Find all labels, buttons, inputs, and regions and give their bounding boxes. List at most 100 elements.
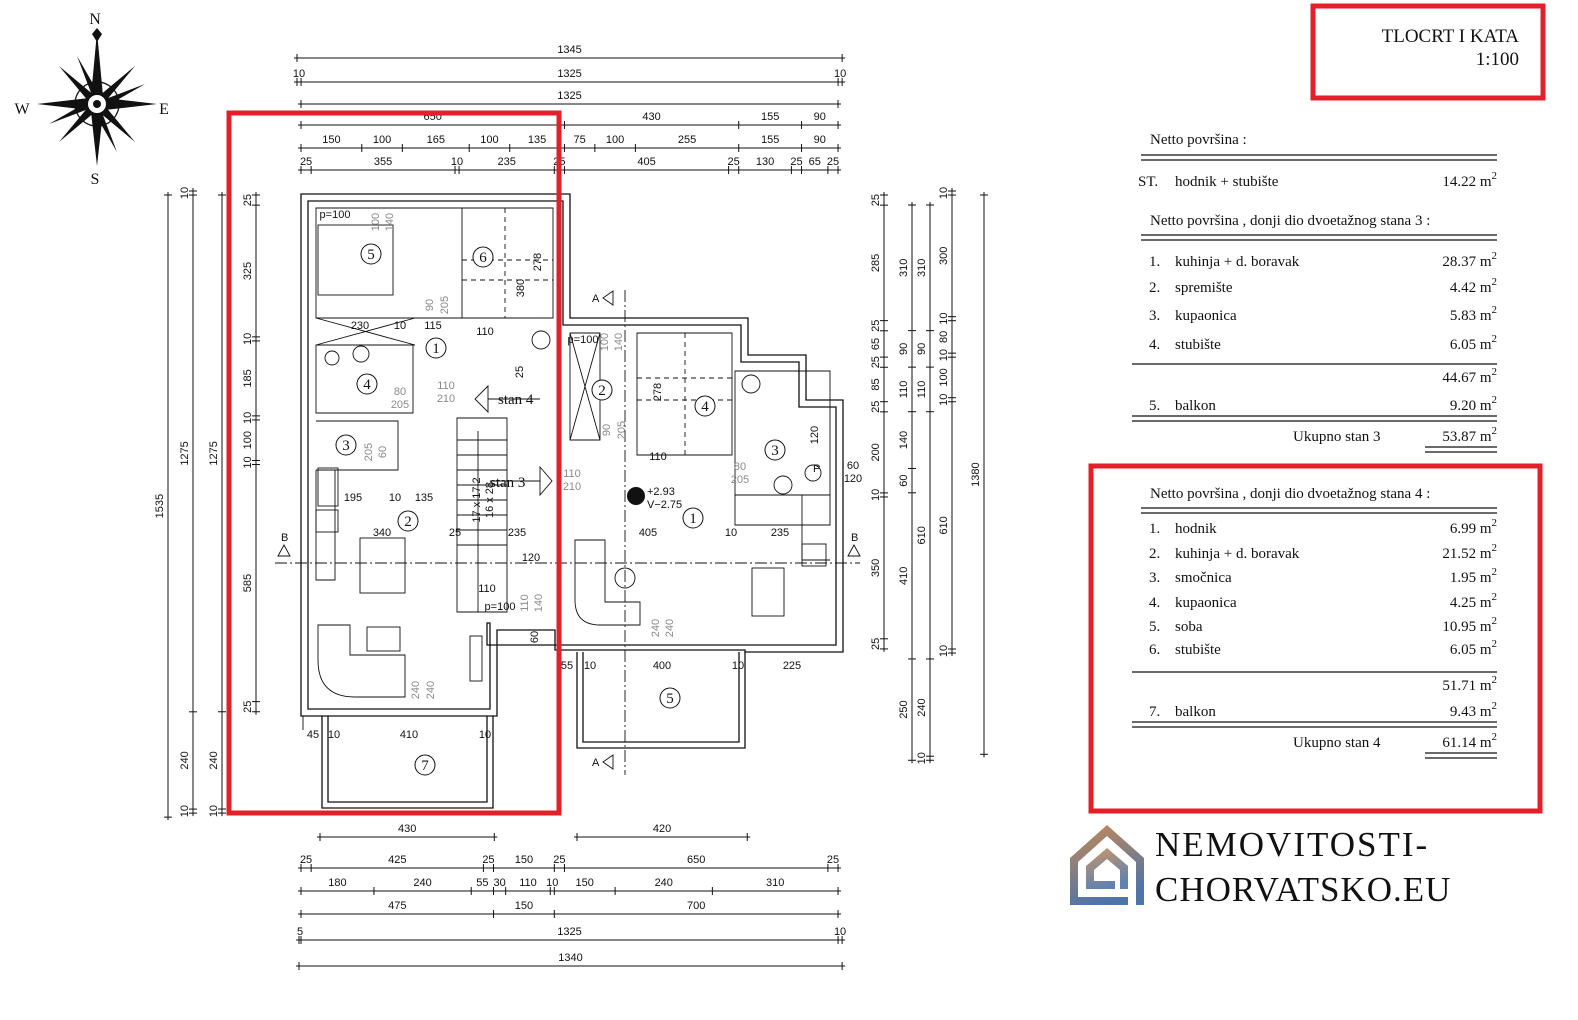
- dimension-label: 65: [870, 338, 882, 350]
- section-marker-b-left: B: [277, 532, 291, 557]
- dimension-chain-balcony: 420: [574, 823, 751, 841]
- dimension-label: 10: [451, 156, 463, 168]
- entry-arrow-stan3-icon: [490, 465, 553, 497]
- row-number: 4.: [1149, 337, 1160, 353]
- dimension-label: 300: [938, 247, 950, 265]
- dimension-label: 1345: [557, 44, 581, 56]
- row-area: 28.37 m2: [1442, 250, 1497, 270]
- interior-dimension-label: 60: [377, 446, 389, 458]
- room-number: 3: [335, 434, 357, 456]
- svg-text:7: 7: [421, 758, 429, 774]
- coffee-table-right-icon: [614, 567, 636, 589]
- interior-dimension-label: 240: [410, 681, 422, 699]
- dimension-label: 255: [678, 134, 696, 146]
- house-logo-icon: [1070, 825, 1144, 905]
- interior-dimension-label: 16 x 28: [484, 482, 496, 518]
- interior-dimension-label: 90: [601, 424, 613, 436]
- row-name: kupaonica: [1175, 595, 1237, 611]
- interior-dimension-label: 10: [389, 492, 401, 504]
- dimension-label: 140: [898, 431, 910, 449]
- dimension-label: 150: [515, 854, 533, 866]
- dimension-label: 240: [655, 877, 673, 889]
- interior-dimension-label: 235: [771, 527, 789, 539]
- row-number: 3.: [1149, 308, 1160, 324]
- svg-text:5: 5: [367, 247, 375, 263]
- interior-dimension-label: 205: [616, 421, 628, 439]
- row-name: stubište: [1175, 642, 1221, 658]
- interior-dimension-label: 140: [613, 333, 625, 351]
- interior-dimension-label: 205: [439, 296, 451, 314]
- section-marker-b-right: B: [847, 532, 861, 557]
- interior-dimension-label: 10: [725, 527, 737, 539]
- interior-dimension-label: 205: [363, 443, 375, 461]
- svg-text:1: 1: [432, 341, 440, 357]
- dimension-label: 10: [834, 926, 846, 938]
- dimension-label: 100: [373, 134, 391, 146]
- dimension-label: 10: [938, 394, 950, 406]
- section-heading: Netto površina , donji dio dvoetažnog st…: [1150, 486, 1430, 502]
- dimension-label: 430: [398, 823, 416, 835]
- dimension-label: 585: [242, 574, 254, 592]
- dimension-label: 90: [898, 343, 910, 355]
- row-number: 7.: [1149, 704, 1160, 720]
- row-number: 5.: [1149, 619, 1160, 635]
- dimension-label: 10: [242, 333, 254, 345]
- svg-text:B: B: [281, 532, 288, 544]
- dimension-label: 5: [297, 926, 303, 938]
- dimension-label: 90: [814, 111, 826, 123]
- interior-dimension-label: 240: [650, 619, 662, 637]
- svg-text:B: B: [851, 532, 858, 544]
- sofa-right-icon: [574, 539, 641, 626]
- room-number: 4: [694, 395, 716, 417]
- interior-dimension-label: p=100: [485, 601, 516, 613]
- row-name: balkon: [1175, 704, 1216, 720]
- dimension-label: 110: [898, 381, 910, 399]
- interior-dimension-label: 140: [384, 213, 396, 231]
- interior-dimension-label: 60: [529, 631, 541, 643]
- interior-dimension-label: 110: [476, 326, 494, 338]
- interior-dimension-label: 410: [400, 729, 418, 741]
- compass-east-label: E: [159, 101, 169, 118]
- interior-dimension-label: 230: [351, 320, 369, 332]
- svg-text:6: 6: [479, 250, 487, 266]
- dimension-label: 25: [870, 401, 882, 413]
- interior-dimension-label: 400: [653, 660, 671, 672]
- dimension-chain-top: 1325: [298, 90, 842, 108]
- dimension-label: 110: [519, 877, 537, 889]
- section-heading: Netto površina , donji dio dvoetažnog st…: [1150, 213, 1430, 229]
- dimension-label: 10: [242, 412, 254, 424]
- dimension-label: 250: [898, 700, 910, 718]
- balcony-area: 9.20 m2: [1450, 394, 1497, 414]
- dimension-label: 75: [574, 134, 586, 146]
- svg-text:3: 3: [771, 443, 779, 459]
- dimension-label: 200: [870, 443, 882, 461]
- svg-text:2: 2: [598, 383, 606, 399]
- row-name: stubište: [1175, 337, 1221, 353]
- room-number: 4: [356, 373, 378, 395]
- stove-icon: [315, 509, 339, 533]
- dimension-label: 10: [938, 313, 950, 325]
- dimension-label: 350: [870, 559, 882, 577]
- dimension-label: 1275: [179, 441, 191, 465]
- stan3-label: stan 3: [490, 475, 525, 491]
- compass-rose-icon: [37, 28, 157, 166]
- dimension-label: 25: [827, 854, 839, 866]
- svg-text:5: 5: [666, 691, 674, 707]
- room-numbers-stan3: 2 4 3 1 5: [591, 379, 786, 709]
- row-area: 6.05 m2: [1450, 638, 1497, 658]
- dimension-label: 700: [687, 900, 705, 912]
- row-number: 4.: [1149, 595, 1160, 611]
- dining-table-icon: [359, 537, 406, 594]
- dimension-label: 30: [493, 877, 505, 889]
- interior-dimension-label: 110: [478, 583, 496, 595]
- level-plus: +2.93: [647, 486, 675, 498]
- svg-text:A: A: [592, 757, 600, 769]
- dimension-label: 1340: [558, 952, 582, 964]
- dimension-label: 285: [870, 254, 882, 272]
- dimension-chain-balcony: 430: [317, 823, 498, 841]
- dimension-label: 10: [938, 645, 950, 657]
- total-area: 61.14 m2: [1442, 731, 1497, 751]
